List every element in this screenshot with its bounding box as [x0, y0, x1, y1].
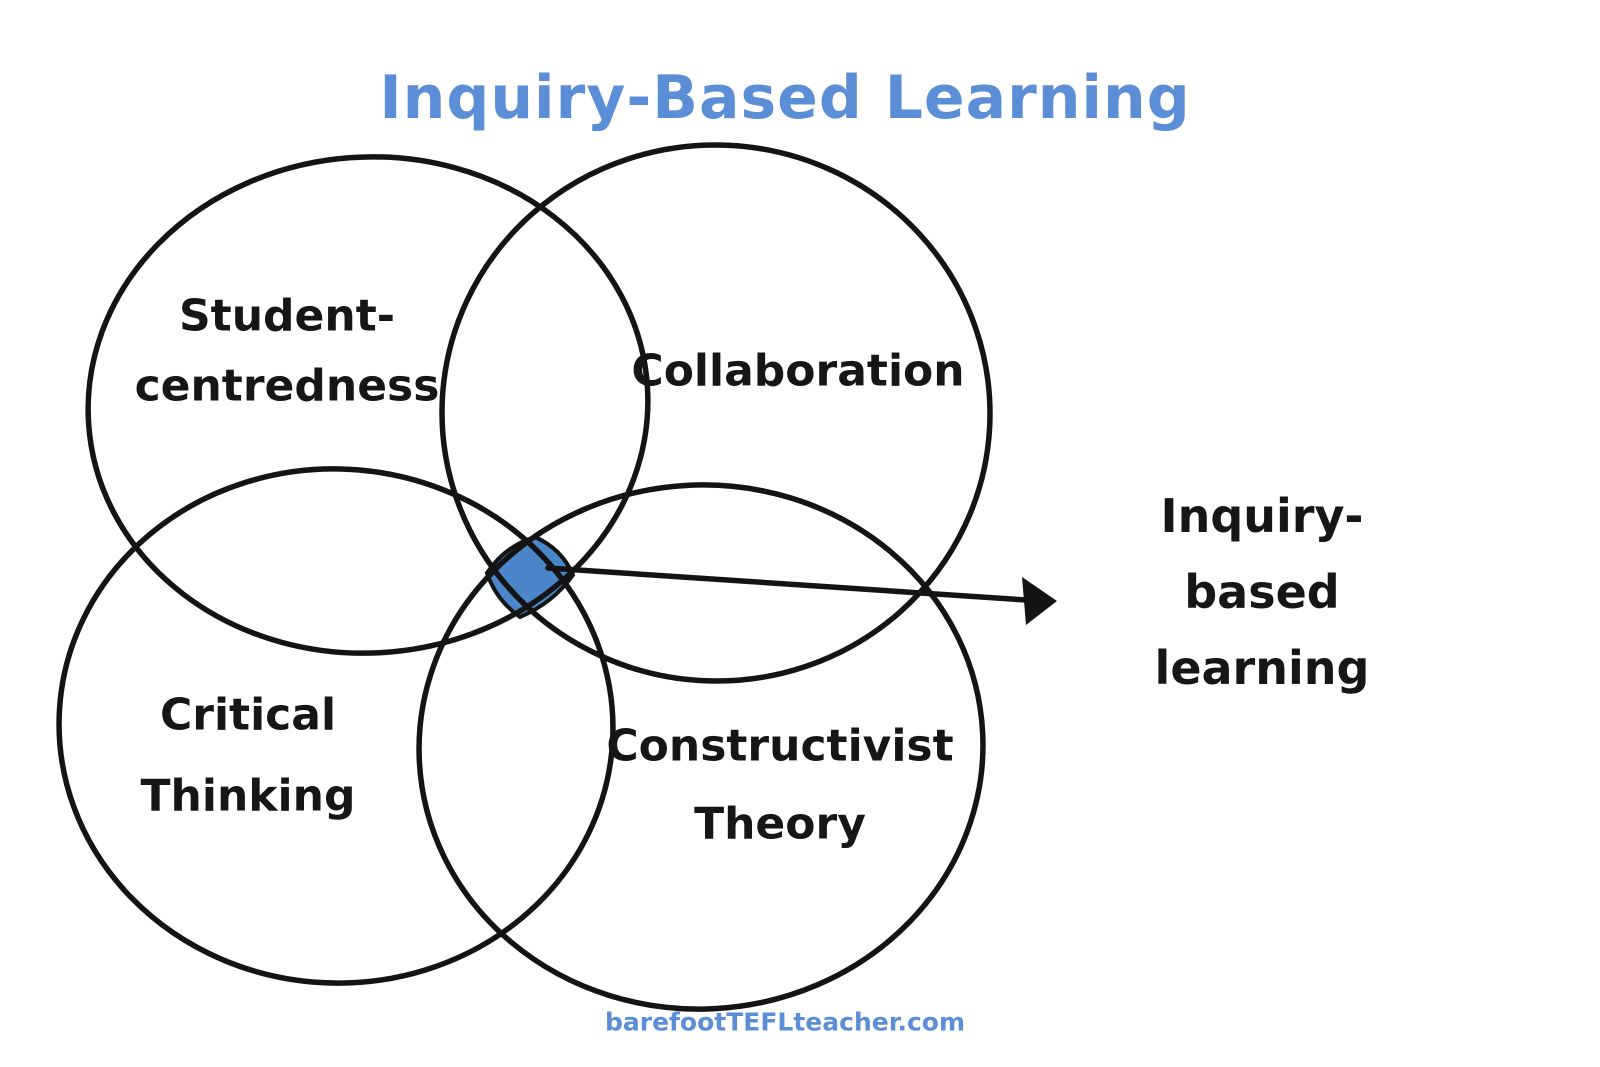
- label-critical-thinking: Critical Thinking: [140, 689, 356, 822]
- arrow-line: [545, 565, 1029, 603]
- website-footer: barefootTEFLteacher.com: [604, 1007, 966, 1037]
- page-title: Inquiry-Based Learning: [379, 63, 1191, 133]
- label-collaboration: Collaboration: [631, 345, 965, 397]
- circle-student-centredness: [85, 154, 651, 656]
- label-constructivist-theory: Constructivist Theory: [606, 720, 954, 850]
- arrowhead-icon: [1022, 577, 1057, 625]
- circle-collaboration: [439, 142, 993, 684]
- circle-critical-thinking: [56, 466, 616, 986]
- circle-constructivist-theory: [416, 482, 986, 1012]
- label-inquiry-based-learning: Inquiry-based learning: [1154, 489, 1370, 695]
- label-student-centredness: Student- centredness: [134, 290, 440, 412]
- annotation-arrow: [545, 565, 1057, 625]
